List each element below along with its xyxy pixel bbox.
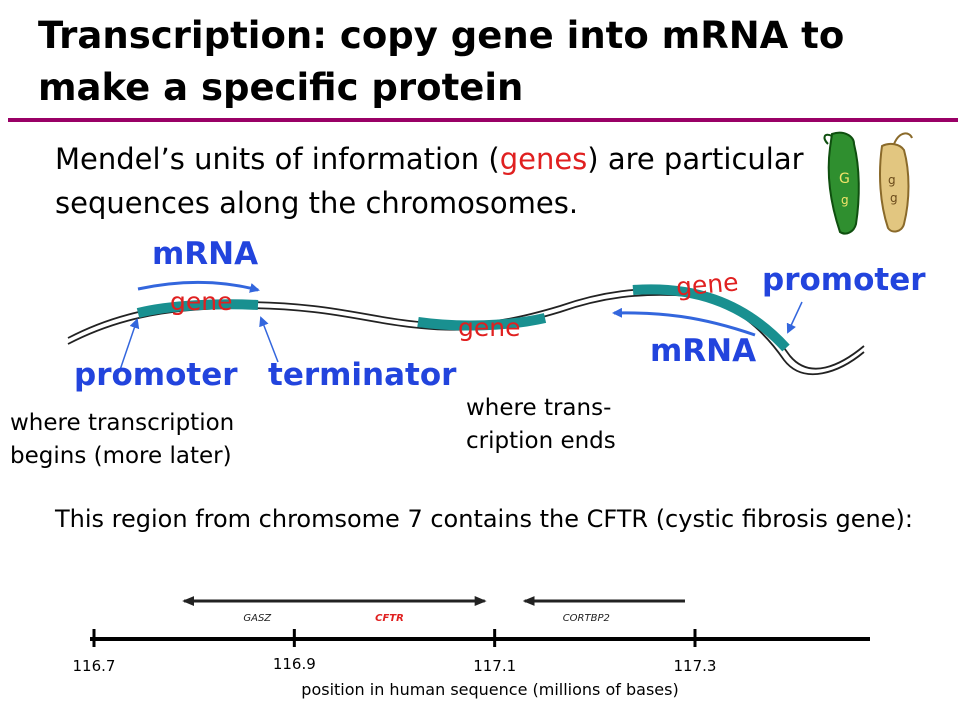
- mrna-arrow-left: [137, 280, 260, 293]
- promoter-note: where transcription begins (more later): [10, 410, 235, 469]
- intro-highlight-genes: genes: [499, 142, 588, 176]
- axis-tick-label-3: 117.3: [674, 657, 717, 675]
- gene-label-cortbp2: CORTBP2: [563, 613, 610, 624]
- gene-label-right: gene: [674, 267, 740, 302]
- intro-text-before: Mendel’s units of information (: [55, 142, 500, 176]
- pointer-terminator: [259, 316, 279, 363]
- gene-segment-left: [136, 299, 259, 318]
- gene-map: GASZ CFTR CORTBP2 116.7 116.9 117.1 117.3 pos…: [73, 596, 870, 699]
- pointer-promoter-left: [119, 318, 140, 371]
- page-title: Transcription: copy gene into mRNA to ma…: [38, 14, 845, 109]
- mrna-label-right: mRNA: [650, 333, 757, 369]
- mrna-arrow-right: [612, 307, 756, 337]
- yellow-pod-allele-1: g: [888, 173, 896, 187]
- mrna-label-left: mRNA: [152, 236, 259, 272]
- pointer-lines: [119, 301, 803, 371]
- gene-segment-middle: [417, 313, 547, 331]
- intro-text: Mendel’s units of information (genes) ar…: [55, 137, 845, 225]
- terminator-label: terminator: [268, 357, 457, 393]
- pointer-promoter-right: [786, 301, 803, 334]
- green-pea-pod: G g: [823, 131, 860, 235]
- mrna-arrows: [137, 280, 756, 337]
- axis-tick-label-2: 117.1: [473, 657, 516, 675]
- gene-label-middle: gene: [458, 313, 521, 342]
- promoter-label-right: promoter: [762, 262, 926, 298]
- gene-label-cftr: CFTR: [375, 613, 404, 624]
- gene-segment-right: [632, 284, 790, 352]
- promoter-label-left: promoter: [74, 357, 238, 393]
- gene-arrows: GASZ CFTR CORTBP2: [182, 596, 685, 624]
- axis-tick-label-0: 116.7: [73, 657, 116, 675]
- gene-label-left: gene: [170, 287, 233, 316]
- yellow-pea-pod: g g: [879, 132, 913, 233]
- pea-pods-illustration: G g g g: [823, 131, 913, 235]
- gene-segments: [136, 284, 790, 352]
- yellow-pod-allele-2: g: [890, 191, 898, 205]
- axis-tick-label-1: 116.9: [273, 655, 316, 673]
- position-axis-label: position in human sequence (millions of …: [301, 680, 678, 699]
- title-divider: [8, 118, 958, 122]
- cftr-description: This region from chromsome 7 contains th…: [55, 505, 913, 533]
- chromosome-diagram: [67, 280, 865, 376]
- green-pod-allele-1: G: [839, 171, 850, 187]
- intro-text-after: ) are particular sequences along the chr…: [55, 142, 804, 220]
- axis-ticks: 116.7 116.9 117.1 117.3: [73, 629, 717, 675]
- green-pod-allele-2: g: [841, 193, 849, 207]
- terminator-note: where trans-cription ends: [466, 395, 616, 454]
- gene-label-gasz: GASZ: [243, 613, 272, 624]
